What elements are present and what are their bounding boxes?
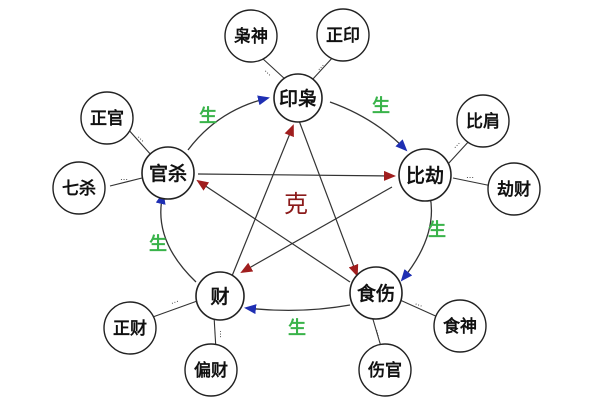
arrow-shishang-ke-guansha	[196, 179, 351, 283]
sub-node-label: 比肩	[466, 111, 500, 132]
svg-text:⋯: ⋯	[315, 61, 327, 73]
arrow-shishang-to-cai	[244, 304, 351, 315]
arrow-yinxiao-to-bijie	[329, 101, 408, 152]
sub-node-label: 正印	[326, 26, 360, 46]
generating-cycle	[155, 95, 433, 315]
sub-node-pian-cai: 偏财	[184, 343, 238, 397]
arrow-bijie-ke-cai	[240, 186, 393, 273]
arrow-bijie-to-shishang	[400, 195, 433, 282]
restrain-label: 克	[284, 190, 308, 218]
sub-node-label: 伤官	[367, 360, 402, 381]
arrow-cai-to-guansha	[155, 192, 197, 283]
node-cai: 财	[195, 271, 245, 321]
svg-text:⋯: ⋯	[170, 297, 181, 308]
svg-text:⋯: ⋯	[216, 330, 225, 338]
svg-text:⋯: ⋯	[413, 299, 424, 310]
node-bi-jie: 比劫	[398, 148, 452, 202]
sub-node-label: 偏财	[194, 360, 228, 381]
node-label: 官杀	[149, 162, 187, 185]
svg-text:⋯: ⋯	[135, 133, 147, 145]
sub-node-shi-shen: 食神	[433, 299, 487, 353]
sub-node-label: 正官	[90, 108, 124, 129]
arrow-guansha-to-yinxiao	[187, 95, 270, 151]
arrow-yinxiao-ke-shishang	[297, 117, 359, 277]
sub-node-label: 七杀	[62, 178, 96, 199]
sub-node-label: 劫财	[497, 179, 531, 200]
generate-label-left: 生	[149, 233, 167, 255]
node-label: 比劫	[406, 164, 444, 187]
sub-node-xiao-shen: 枭神	[224, 9, 278, 63]
sub-node-label: 枭神	[233, 26, 268, 47]
sub-node-shang-guan: 伤官	[358, 343, 412, 397]
sub-node-jie-cai: 劫财	[487, 162, 541, 216]
generate-label-right: 生	[428, 219, 446, 241]
arrow-cai-ke-yinxiao	[231, 124, 294, 277]
sub-node-label: 正财	[113, 318, 147, 339]
svg-text:⋯: ⋯	[466, 173, 474, 182]
sub-node-zheng-guan: 正官	[80, 91, 134, 145]
generate-label-bottom: 生	[288, 317, 306, 339]
svg-text:⋯: ⋯	[262, 67, 274, 79]
sub-node-bi-jian: 比肩	[456, 94, 510, 148]
sub-node-label: 食神	[443, 316, 477, 337]
arrow-guansha-ke-bijie	[197, 170, 396, 181]
generate-label-top-right: 生	[372, 95, 390, 117]
sub-node-zheng-cai: 正财	[103, 301, 157, 355]
spokes: ⋯ ⋯ ⋯ ⋯ ⋯ ⋯ ⋯ ⋯ ⋯ ⋯	[109, 55, 493, 351]
node-label: 印枭	[279, 87, 317, 110]
node-label: 食伤	[357, 282, 395, 305]
generate-label-top-left: 生	[199, 105, 217, 127]
node-yin-xiao: 印枭	[273, 73, 323, 123]
node-shi-shang: 食伤	[349, 266, 403, 320]
node-guan-sha: 官杀	[141, 146, 195, 200]
svg-text:⋯: ⋯	[372, 328, 383, 338]
node-label: 财	[210, 285, 229, 308]
restraining-star	[196, 117, 396, 283]
sub-node-zheng-yin: 正印	[316, 8, 370, 62]
svg-text:⋯: ⋯	[120, 175, 128, 184]
sub-node-qi-sha: 七杀	[52, 161, 106, 215]
